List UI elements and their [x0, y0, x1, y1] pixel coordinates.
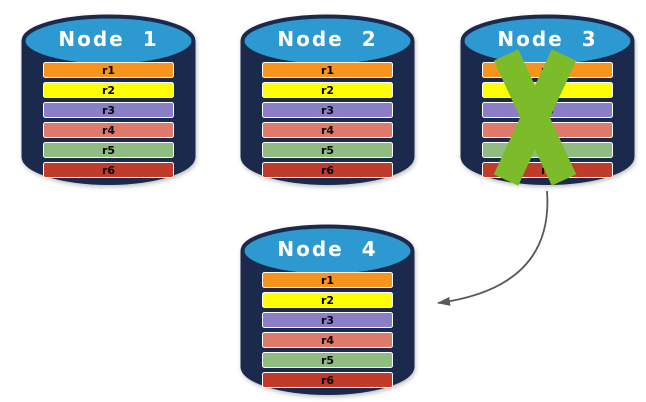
record-bar-r4: r4 [262, 332, 393, 348]
node-1-records: r1 r2 r3 r4 r5 r6 [43, 62, 174, 182]
record-bar-r2: r2 [262, 292, 393, 308]
arrow-curve [437, 190, 549, 306]
record-bar-r6: r6 [262, 372, 393, 388]
record-label: r3 [101, 103, 116, 117]
failure-x-icon [493, 49, 577, 186]
record-bar-r6: r6 [43, 162, 174, 178]
db-node-4: Node 4 r1 r2 r3 r4 r5 r6 [239, 218, 416, 400]
record-bar-r3: r3 [262, 312, 393, 328]
db-node-1: Node 1 r1 r2 r3 r4 r5 r6 [20, 8, 197, 190]
record-bar-r1: r1 [262, 272, 393, 288]
record-bar-r2: r2 [43, 82, 174, 98]
record-bar-r6: r6 [262, 162, 393, 178]
node-2-records: r1 r2 r3 r4 r5 r6 [262, 62, 393, 182]
record-label: r4 [101, 123, 116, 137]
record-label: r5 [101, 143, 116, 157]
node-3-title: Node 3 [497, 27, 598, 51]
record-bar-r4: r4 [43, 122, 174, 138]
record-bar-r1: r1 [43, 62, 174, 78]
record-label: r5 [320, 353, 335, 367]
record-bar-r5: r5 [43, 142, 174, 158]
node-2-title: Node 2 [277, 27, 378, 51]
db-node-3: Node 3 r1 r2 r3 r4 r5 r6 [459, 8, 636, 190]
record-label: r3 [320, 313, 335, 327]
record-label: r2 [101, 83, 116, 97]
record-label: r6 [101, 163, 116, 177]
record-label: r3 [320, 103, 335, 117]
record-label: r5 [320, 143, 335, 157]
record-bar-r4: r4 [262, 122, 393, 138]
record-bar-r3: r3 [262, 102, 393, 118]
x-stroke [493, 49, 577, 186]
record-bar-r1: r1 [262, 62, 393, 78]
record-label: r4 [320, 123, 335, 137]
db-node-2: Node 2 r1 r2 r3 r4 r5 r6 [239, 8, 416, 190]
record-bar-r5: r5 [262, 142, 393, 158]
record-bar-r3: r3 [43, 102, 174, 118]
record-label: r2 [320, 83, 335, 97]
record-bar-r5: r5 [262, 352, 393, 368]
record-label: r6 [320, 163, 335, 177]
record-label: r6 [320, 373, 335, 387]
record-bar-r2: r2 [262, 82, 393, 98]
record-label: r1 [320, 273, 335, 287]
record-label: r1 [320, 63, 335, 77]
node-4-records: r1 r2 r3 r4 r5 r6 [262, 272, 393, 392]
record-label: r1 [101, 63, 116, 77]
record-label: r4 [320, 333, 335, 347]
node-1-title: Node 1 [58, 27, 159, 51]
record-label: r2 [320, 293, 335, 307]
node-4-title: Node 4 [277, 237, 378, 261]
